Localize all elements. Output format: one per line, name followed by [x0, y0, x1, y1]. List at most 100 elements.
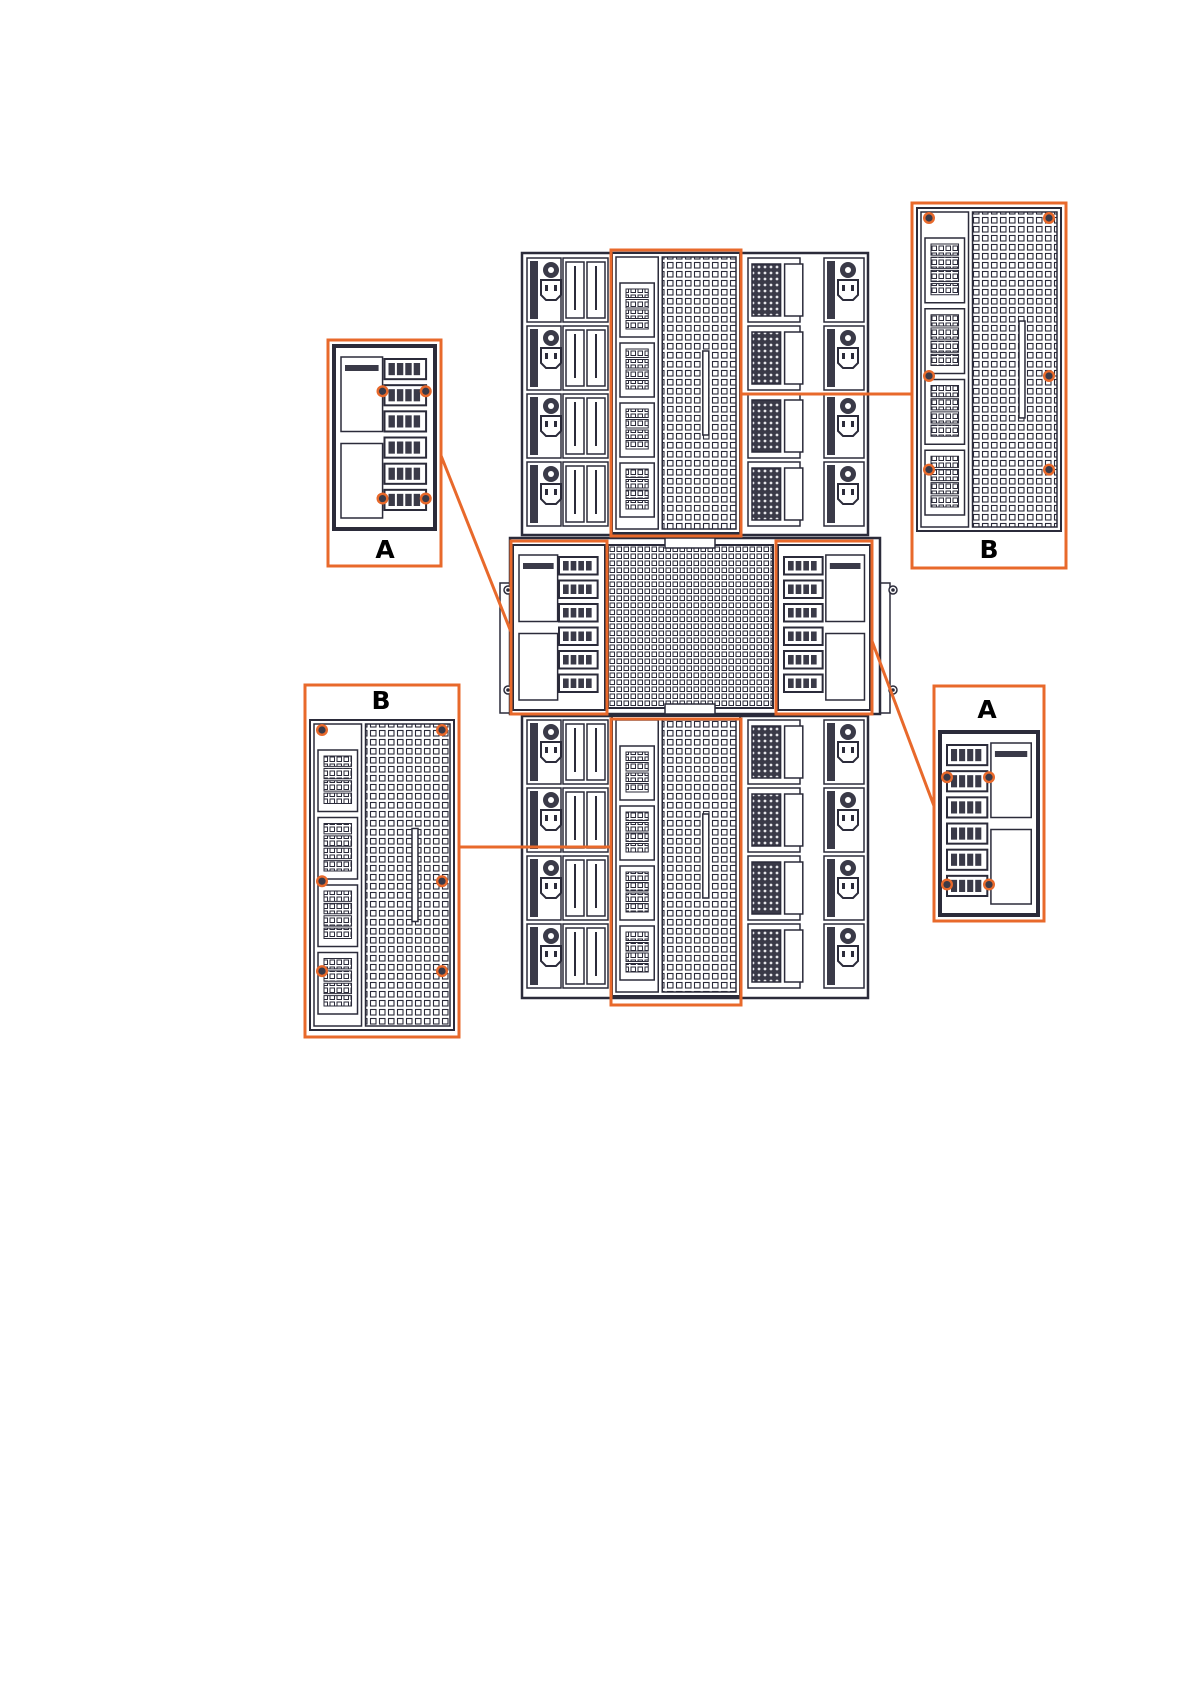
- power-socket-icon: [838, 280, 858, 300]
- screw-icon: [377, 385, 389, 397]
- network-module: [925, 450, 965, 515]
- screw-icon: [983, 771, 995, 783]
- power-socket-icon: [541, 742, 561, 762]
- connector-icon: [947, 771, 987, 791]
- screw-icon: [316, 965, 328, 977]
- power-socket-icon: [541, 810, 561, 830]
- expansion-slot: [563, 326, 608, 390]
- power-supply-module: [824, 258, 864, 322]
- fan-icon: [840, 262, 856, 278]
- vent-module: [748, 788, 803, 852]
- power-supply-module: [527, 856, 561, 920]
- fan-icon: [840, 466, 856, 482]
- fan-icon: [840, 928, 856, 944]
- connector-icon: [385, 359, 427, 379]
- expansion-slot: [563, 258, 608, 322]
- power-supply-module: [527, 394, 561, 458]
- screw-icon: [1043, 212, 1055, 224]
- network-module: [925, 380, 965, 445]
- io-module-detail: [939, 731, 1039, 916]
- fan-icon: [840, 398, 856, 414]
- connector-icon: [559, 581, 598, 599]
- power-supply-module: [527, 462, 561, 526]
- screw-icon: [941, 879, 953, 891]
- server-blade: [612, 716, 740, 996]
- connector-line-a-bottom-right: [872, 641, 934, 806]
- screw-icon: [436, 965, 448, 977]
- connector-icon: [385, 464, 427, 484]
- screw-icon: [420, 493, 432, 505]
- fan-icon: [543, 724, 559, 740]
- callout-label-b-bottom-left: B: [361, 687, 401, 715]
- power-supply-module: [824, 462, 864, 526]
- fan-icon: [840, 330, 856, 346]
- connector-icon: [559, 651, 598, 669]
- screw-icon: [923, 370, 935, 382]
- screw-icon: [983, 879, 995, 891]
- expansion-slot: [563, 394, 608, 458]
- connector-icon: [385, 438, 427, 458]
- connector-icon: [385, 490, 427, 510]
- fan-icon: [543, 262, 559, 278]
- connector-icon: [385, 385, 427, 405]
- server-blade-detail: [917, 208, 1061, 531]
- vent-module: [748, 326, 803, 390]
- network-module: [620, 806, 654, 860]
- power-supply-module: [824, 788, 864, 852]
- connector-icon: [784, 651, 823, 669]
- middle-chassis: [500, 538, 897, 714]
- connector-icon: [784, 675, 823, 693]
- power-supply-module: [527, 924, 561, 988]
- connector-icon: [559, 628, 598, 646]
- server-blade-detail: [310, 720, 454, 1030]
- power-socket-icon: [541, 280, 561, 300]
- vent-module: [748, 720, 803, 784]
- fan-icon: [543, 792, 559, 808]
- connector-icon: [784, 604, 823, 622]
- power-socket-icon: [838, 416, 858, 436]
- io-module: [778, 545, 870, 710]
- fan-icon: [543, 860, 559, 876]
- power-socket-icon: [541, 946, 561, 966]
- connector-icon: [784, 628, 823, 646]
- power-socket-icon: [541, 484, 561, 504]
- power-socket-icon: [838, 742, 858, 762]
- vent-module: [748, 462, 803, 526]
- fan-icon: [543, 466, 559, 482]
- server-blade: [612, 253, 740, 533]
- fan-icon: [543, 330, 559, 346]
- callout-label-b-top-right: B: [969, 536, 1009, 564]
- lower-chassis: [522, 716, 868, 998]
- power-socket-icon: [541, 348, 561, 368]
- network-module: [620, 403, 654, 457]
- connector-icon: [784, 557, 823, 575]
- network-module: [925, 309, 965, 374]
- connector-line-a-top-left: [440, 453, 511, 632]
- network-module: [620, 926, 654, 980]
- power-supply-module: [824, 924, 864, 988]
- power-socket-icon: [838, 878, 858, 898]
- network-module: [620, 463, 654, 517]
- network-module: [620, 866, 654, 920]
- connector-icon: [784, 581, 823, 599]
- network-module: [318, 750, 358, 812]
- expansion-slot: [563, 462, 608, 526]
- power-supply-module: [527, 258, 561, 322]
- power-supply-module: [527, 326, 561, 390]
- network-module: [925, 238, 965, 303]
- screw-icon: [1043, 370, 1055, 382]
- fan-icon: [543, 398, 559, 414]
- network-module: [620, 746, 654, 800]
- connector-icon: [559, 675, 598, 693]
- connector-icon: [947, 745, 987, 765]
- screw-icon: [316, 875, 328, 887]
- fan-icon: [840, 860, 856, 876]
- power-supply-module: [824, 394, 864, 458]
- screw-icon: [889, 586, 897, 594]
- io-module: [513, 545, 605, 710]
- screw-icon: [923, 464, 935, 476]
- connector-icon: [559, 557, 598, 575]
- power-socket-icon: [838, 810, 858, 830]
- io-module-detail: [333, 345, 436, 530]
- connector-icon: [947, 824, 987, 844]
